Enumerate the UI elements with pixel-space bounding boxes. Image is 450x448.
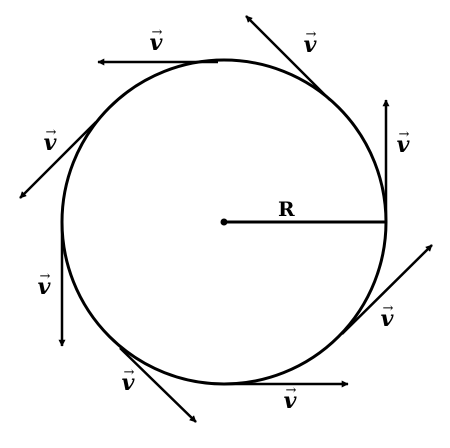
vector-arrow-icon: → bbox=[152, 25, 163, 40]
velocity-symbol: v bbox=[397, 132, 410, 158]
velocity-vector-lower-left bbox=[119, 347, 197, 423]
velocity-symbol: v bbox=[304, 32, 317, 58]
velocity-vector-lower-left-label: →v bbox=[122, 365, 135, 396]
vector-arrow-icon: → bbox=[286, 383, 297, 398]
velocity-vector-upper-right bbox=[245, 15, 331, 101]
vector-arrow-icon: → bbox=[399, 127, 410, 142]
velocity-symbol: v bbox=[38, 274, 51, 300]
velocity-vector-upper-left-label: →v bbox=[44, 125, 57, 156]
velocity-symbol: v bbox=[122, 370, 135, 396]
velocity-vector-bottom-label: →v bbox=[284, 383, 297, 414]
vector-arrow-icon: → bbox=[40, 269, 51, 284]
velocity-vector-left-label: →v bbox=[38, 269, 51, 300]
velocity-vector-right-label: →v bbox=[397, 127, 410, 158]
velocity-vector-top-label: →v bbox=[150, 25, 163, 56]
velocity-vectors: →v→v→v→v→v→v→v→v bbox=[19, 15, 433, 423]
vector-arrow-icon: → bbox=[46, 125, 57, 140]
velocity-symbol: v bbox=[381, 306, 394, 332]
vector-arrow-icon: → bbox=[383, 301, 394, 316]
velocity-symbol: v bbox=[44, 130, 57, 156]
vector-arrow-icon: → bbox=[306, 27, 317, 42]
velocity-vector-lower-right-label: →v bbox=[381, 301, 394, 332]
velocity-vector-upper-left bbox=[19, 121, 97, 199]
velocity-vector-upper-right-label: →v bbox=[304, 27, 317, 58]
velocity-vector-lower-right bbox=[341, 244, 433, 335]
vector-arrow-icon: → bbox=[124, 365, 135, 380]
radius-label: R bbox=[278, 197, 295, 221]
velocity-symbol: v bbox=[150, 30, 163, 56]
velocity-symbol: v bbox=[284, 388, 297, 414]
